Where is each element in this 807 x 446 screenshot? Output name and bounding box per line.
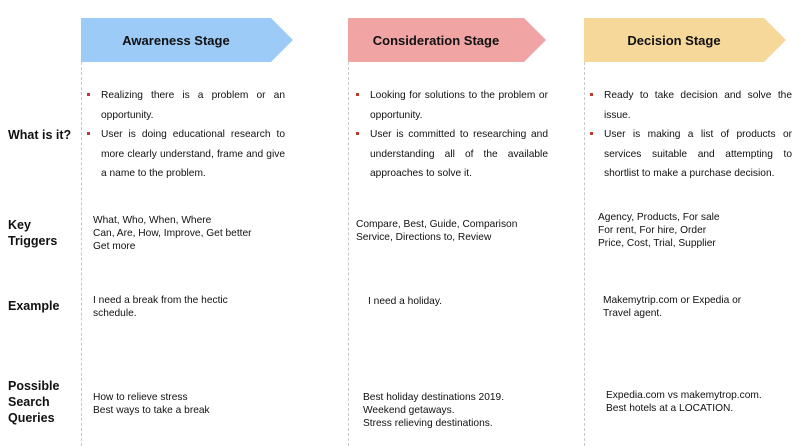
text-line: Expedia.com vs makemytrop.com.: [606, 390, 762, 401]
what-is-it-consideration: Looking for solutions to the problem or …: [356, 86, 548, 184]
row-label-example: Example: [8, 299, 60, 313]
column-divider-2: [348, 62, 349, 446]
row-label-line: Triggers: [8, 234, 58, 248]
text-line: Price, Cost, Trial, Supplier: [598, 238, 716, 249]
key-triggers-consideration: Compare, Best, Guide, Comparison Service…: [356, 218, 517, 244]
bullet-item: Ready to take decision and solve the iss…: [590, 86, 792, 125]
stage-arrow-shape: [584, 18, 786, 62]
stage-awareness: Awareness Stage: [81, 18, 293, 62]
row-label-what-is-it: What is it?: [8, 128, 72, 142]
text-line: Makemytrip.com or Expedia or: [603, 295, 742, 306]
row-label-line: Key: [8, 218, 31, 232]
text-line: Weekend getaways.: [363, 405, 455, 416]
text-line: Service, Directions to, Review: [356, 232, 492, 243]
key-triggers-awareness: What, Who, When, Where Can, Are, How, Im…: [93, 214, 252, 253]
text-line: I need a break from the hectic: [93, 295, 228, 306]
text-line: Stress relieving destinations.: [363, 418, 493, 429]
bullet-item: User is doing educational research to mo…: [87, 125, 285, 184]
text-line: Can, Are, How, Improve, Get better: [93, 228, 252, 239]
text-line: What, Who, When, Where: [93, 215, 212, 226]
text-line: Get more: [93, 241, 136, 252]
text-line: Travel agent.: [603, 308, 663, 319]
text-line: Best hotels at a LOCATION.: [606, 403, 734, 414]
text-line: schedule.: [93, 308, 137, 319]
queries-consideration: Best holiday destinations 2019. Weekend …: [363, 391, 504, 430]
bullet-item: User is making a list of products or ser…: [590, 125, 792, 184]
stage-consideration-label: Consideration Stage: [372, 32, 500, 48]
stage-decision-label: Decision Stage: [627, 32, 721, 48]
text-line: How to relieve stress: [93, 392, 188, 403]
queries-awareness: How to relieve stress Best ways to take …: [93, 391, 210, 417]
queries-decision: Expedia.com vs makemytrop.com. Best hote…: [606, 389, 762, 415]
what-is-it-decision: Ready to take decision and solve the iss…: [590, 86, 792, 184]
row-label-search-queries: Possible Search Queries: [8, 378, 59, 426]
text-line: Agency, Products, For sale: [598, 212, 720, 223]
bullet-item: Looking for solutions to the problem or …: [356, 86, 548, 125]
stage-awareness-label: Awareness Stage: [122, 32, 230, 48]
row-label-line: Queries: [8, 411, 55, 425]
example-decision: Makemytrip.com or Expedia or Travel agen…: [603, 294, 741, 320]
row-label-line: Search: [8, 395, 50, 409]
stage-decision: Decision Stage: [584, 18, 786, 62]
column-divider-1: [81, 62, 82, 446]
example-consideration: I need a holiday.: [368, 295, 442, 308]
key-triggers-decision: Agency, Products, For sale For rent, For…: [598, 211, 720, 250]
row-label-key-triggers: Key Triggers: [8, 217, 57, 249]
text-line: I need a holiday.: [368, 296, 443, 307]
text-line: Compare, Best, Guide, Comparison: [356, 219, 518, 230]
text-line: Best ways to take a break: [93, 405, 210, 416]
row-label-line: Possible: [8, 379, 60, 393]
text-line: For rent, For hire, Order: [598, 225, 707, 236]
bullet-item: Realizing there is a problem or an oppor…: [87, 86, 285, 125]
text-line: Best holiday destinations 2019.: [363, 392, 505, 403]
what-is-it-awareness: Realizing there is a problem or an oppor…: [87, 86, 285, 184]
bullet-item: User is committed to researching and und…: [356, 125, 548, 184]
stage-arrow-shape: [348, 18, 546, 62]
example-awareness: I need a break from the hectic schedule.: [93, 294, 228, 320]
stage-consideration: Consideration Stage: [348, 18, 546, 62]
stage-arrow-shape: [81, 18, 293, 62]
column-divider-3: [584, 62, 585, 446]
